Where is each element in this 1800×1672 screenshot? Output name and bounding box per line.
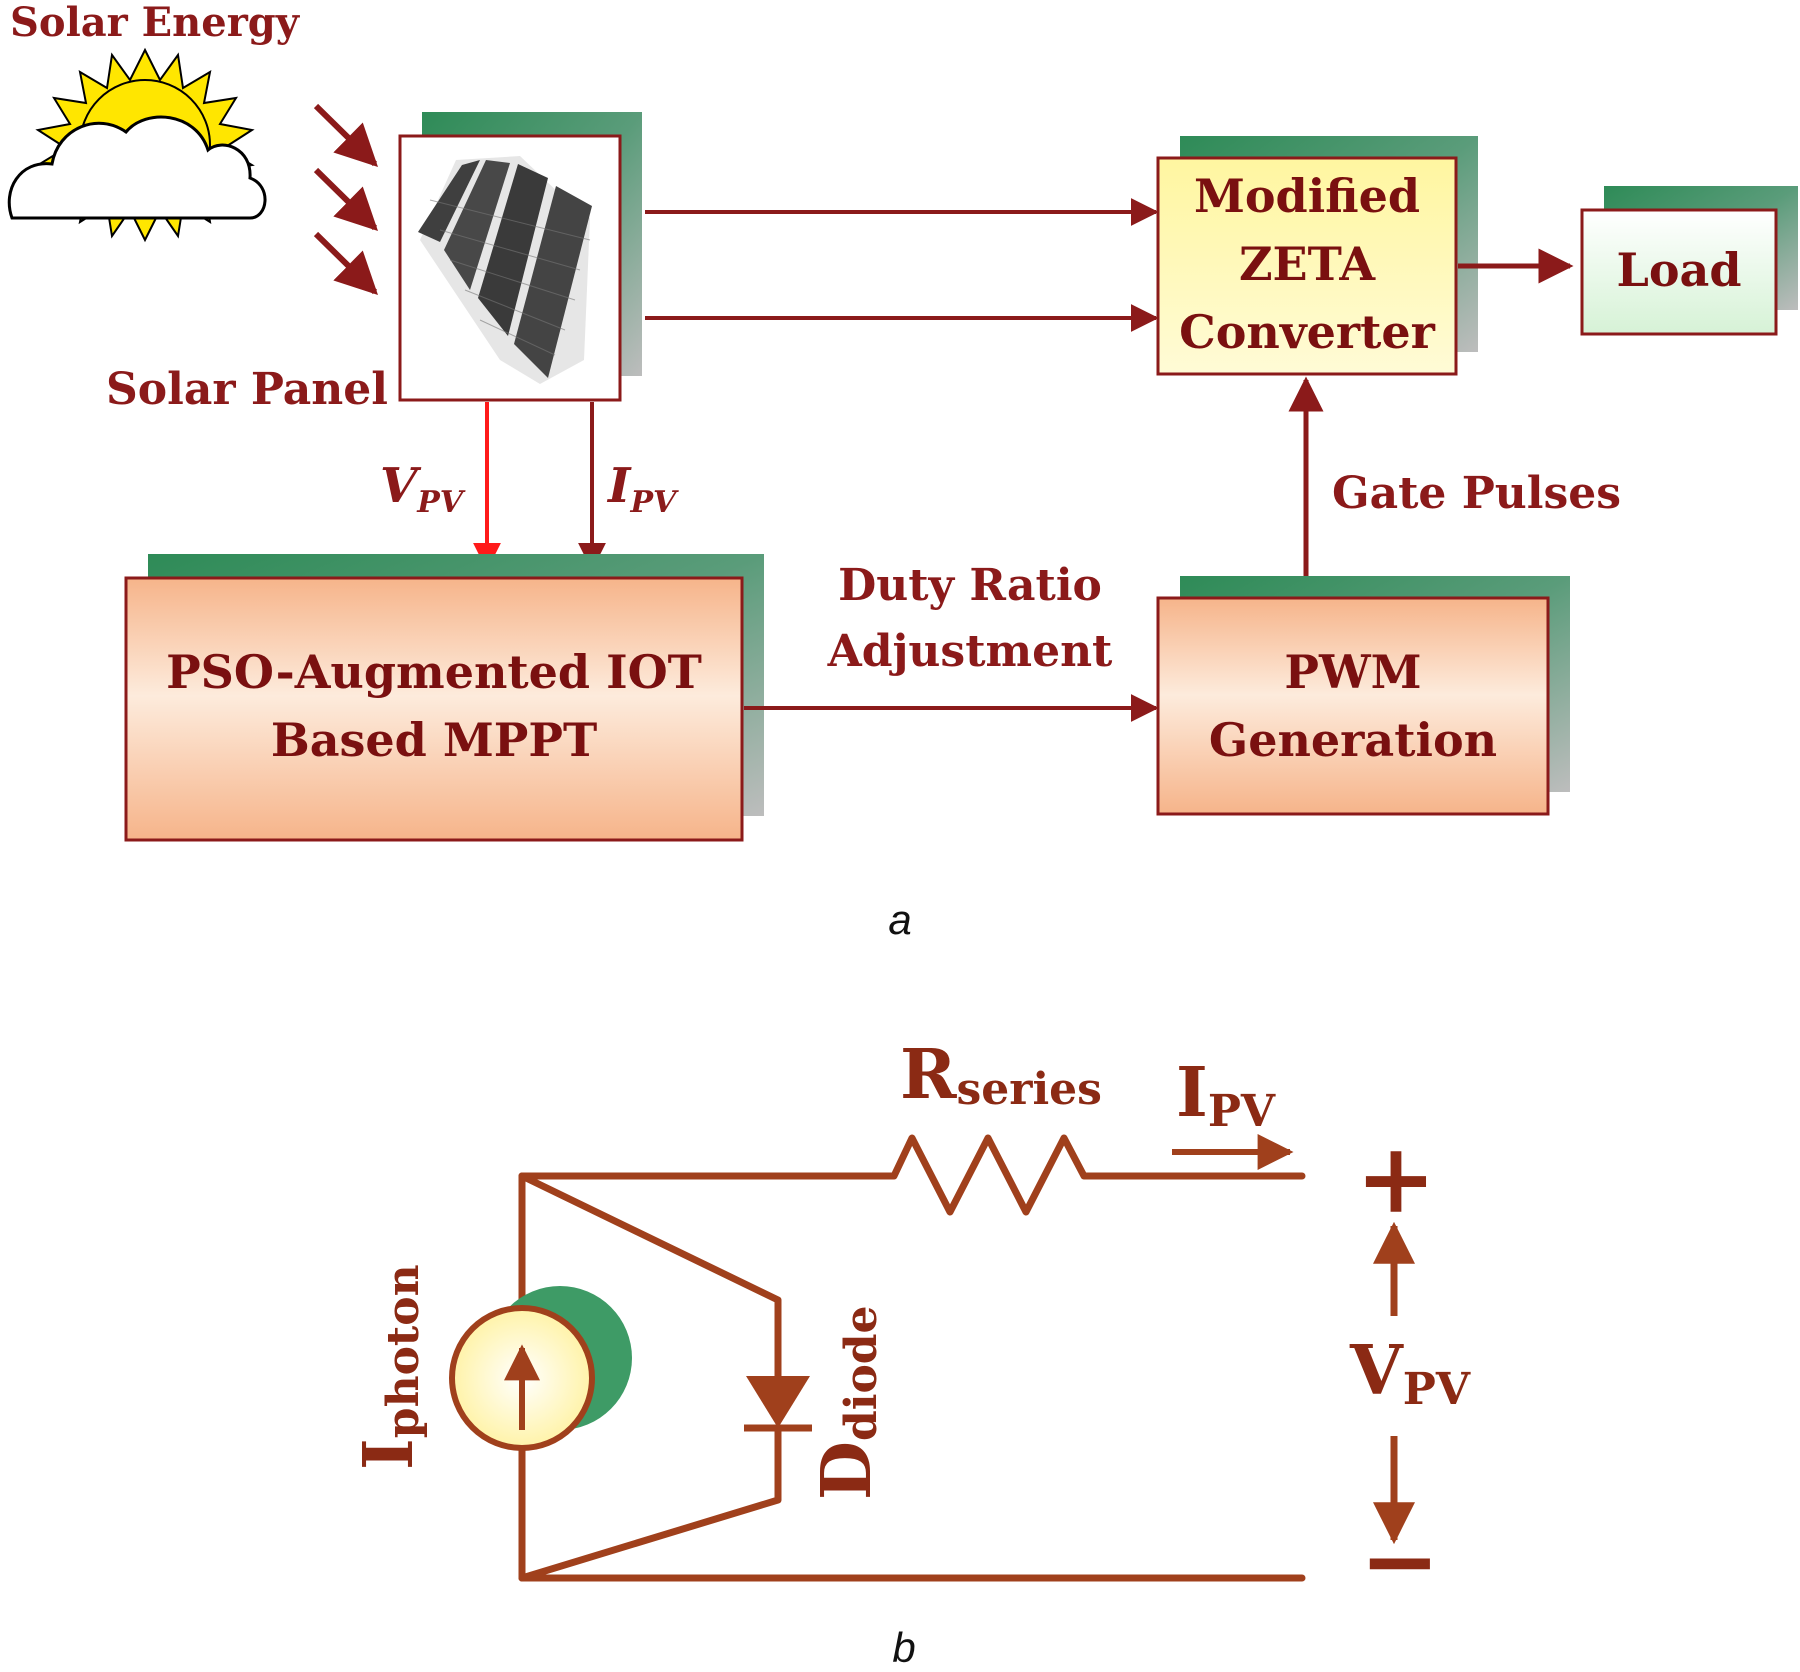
d-diode-subscript: diode bbox=[836, 1305, 887, 1441]
ipv-current-subscript: PV bbox=[1208, 1086, 1276, 1137]
duty-ratio-label-line2: Adjustment bbox=[827, 626, 1113, 677]
i-photon-subscript: photon bbox=[378, 1264, 429, 1438]
load-label: Load bbox=[1617, 243, 1742, 297]
vpv-voltage-subscript: PV bbox=[1403, 1364, 1471, 1415]
ipv-current-label: IPV bbox=[1176, 1053, 1276, 1137]
caption-b: b bbox=[892, 1624, 915, 1671]
mppt-label-line2: Based MPPT bbox=[271, 713, 597, 767]
mppt-label-line1: PSO-Augmented IOT bbox=[166, 645, 702, 699]
mppt-box: PSO-Augmented IOT Based MPPT bbox=[124, 554, 764, 842]
r-series-subscript: series bbox=[957, 1064, 1102, 1115]
load-box: Load bbox=[1580, 186, 1798, 336]
converter-label-line2: ZETA bbox=[1239, 237, 1376, 291]
resistor-series bbox=[518, 1134, 1306, 1216]
pwm-label-line2: Generation bbox=[1209, 713, 1497, 767]
converter-label-line3: Converter bbox=[1179, 305, 1435, 359]
vpv-subscript: PV bbox=[416, 485, 466, 520]
converter-label-line1: Modified bbox=[1194, 169, 1420, 223]
r-series-label: Rseries bbox=[900, 1035, 1102, 1115]
current-source bbox=[449, 1286, 632, 1451]
solar-panel-label: Solar Panel bbox=[106, 364, 388, 415]
diagram-b: Rseries IPV + − VPV Iphoton Ddiode b bbox=[349, 1035, 1471, 1671]
sun-cloud-icon bbox=[7, 47, 267, 243]
solar-panel-box bbox=[398, 112, 642, 402]
ipv-label: IPV bbox=[606, 458, 679, 520]
vpv-label: VPV bbox=[380, 458, 466, 520]
circuit-wires bbox=[518, 1134, 1306, 1582]
gate-pulses-label: Gate Pulses bbox=[1332, 468, 1621, 519]
solar-panel-image bbox=[418, 156, 592, 384]
duty-ratio-label-line1: Duty Ratio bbox=[838, 560, 1102, 611]
minus-terminal: − bbox=[1360, 1504, 1440, 1617]
solar-energy-label: Solar Energy bbox=[10, 0, 301, 46]
caption-a: a bbox=[888, 896, 911, 943]
sunlight-arrows bbox=[313, 103, 378, 295]
pwm-box: PWM Generation bbox=[1156, 576, 1570, 816]
i-photon-label: Iphoton bbox=[349, 1264, 429, 1470]
diode-symbol bbox=[744, 1376, 812, 1432]
vpv-voltage-label: VPV bbox=[1349, 1331, 1471, 1415]
diagram-a: Solar Energy bbox=[7, 0, 1798, 943]
plus-terminal: + bbox=[1356, 1122, 1436, 1235]
ipv-subscript: PV bbox=[629, 485, 679, 520]
pwm-label-line1: PWM bbox=[1284, 645, 1421, 699]
d-diode-label: Ddiode bbox=[807, 1305, 887, 1500]
zeta-converter-box: Modified ZETA Converter bbox=[1156, 136, 1478, 376]
